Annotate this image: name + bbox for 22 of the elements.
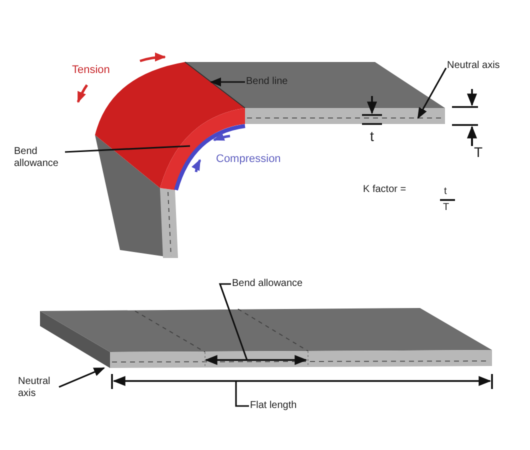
tension-label: Tension [72,64,110,77]
formula-numerator: t [444,186,447,198]
leader-line [64,145,190,153]
leader-line [58,367,106,388]
leader-line [218,283,248,360]
thickness-label: t [370,128,374,144]
dimension-line [204,354,308,366]
formula-text: K factor = [363,184,406,196]
leader-line [210,78,245,86]
callout-text: Bend allowance [232,278,303,290]
compression-label: Compression [216,153,281,166]
leader-line [235,381,249,407]
callout-text: Neutral axis [447,60,500,72]
callout-text: Neutral axis [18,376,58,399]
callout-text: Bend line [246,76,288,88]
callout-text: Bend allowance [14,146,64,169]
formula-denominator: T [443,202,450,214]
thickness-label: T [474,144,483,160]
flat-sheet-drawing [40,308,492,368]
dimension-line [112,376,492,386]
callout-text: Flat length [250,400,297,412]
leader-line [417,68,447,119]
